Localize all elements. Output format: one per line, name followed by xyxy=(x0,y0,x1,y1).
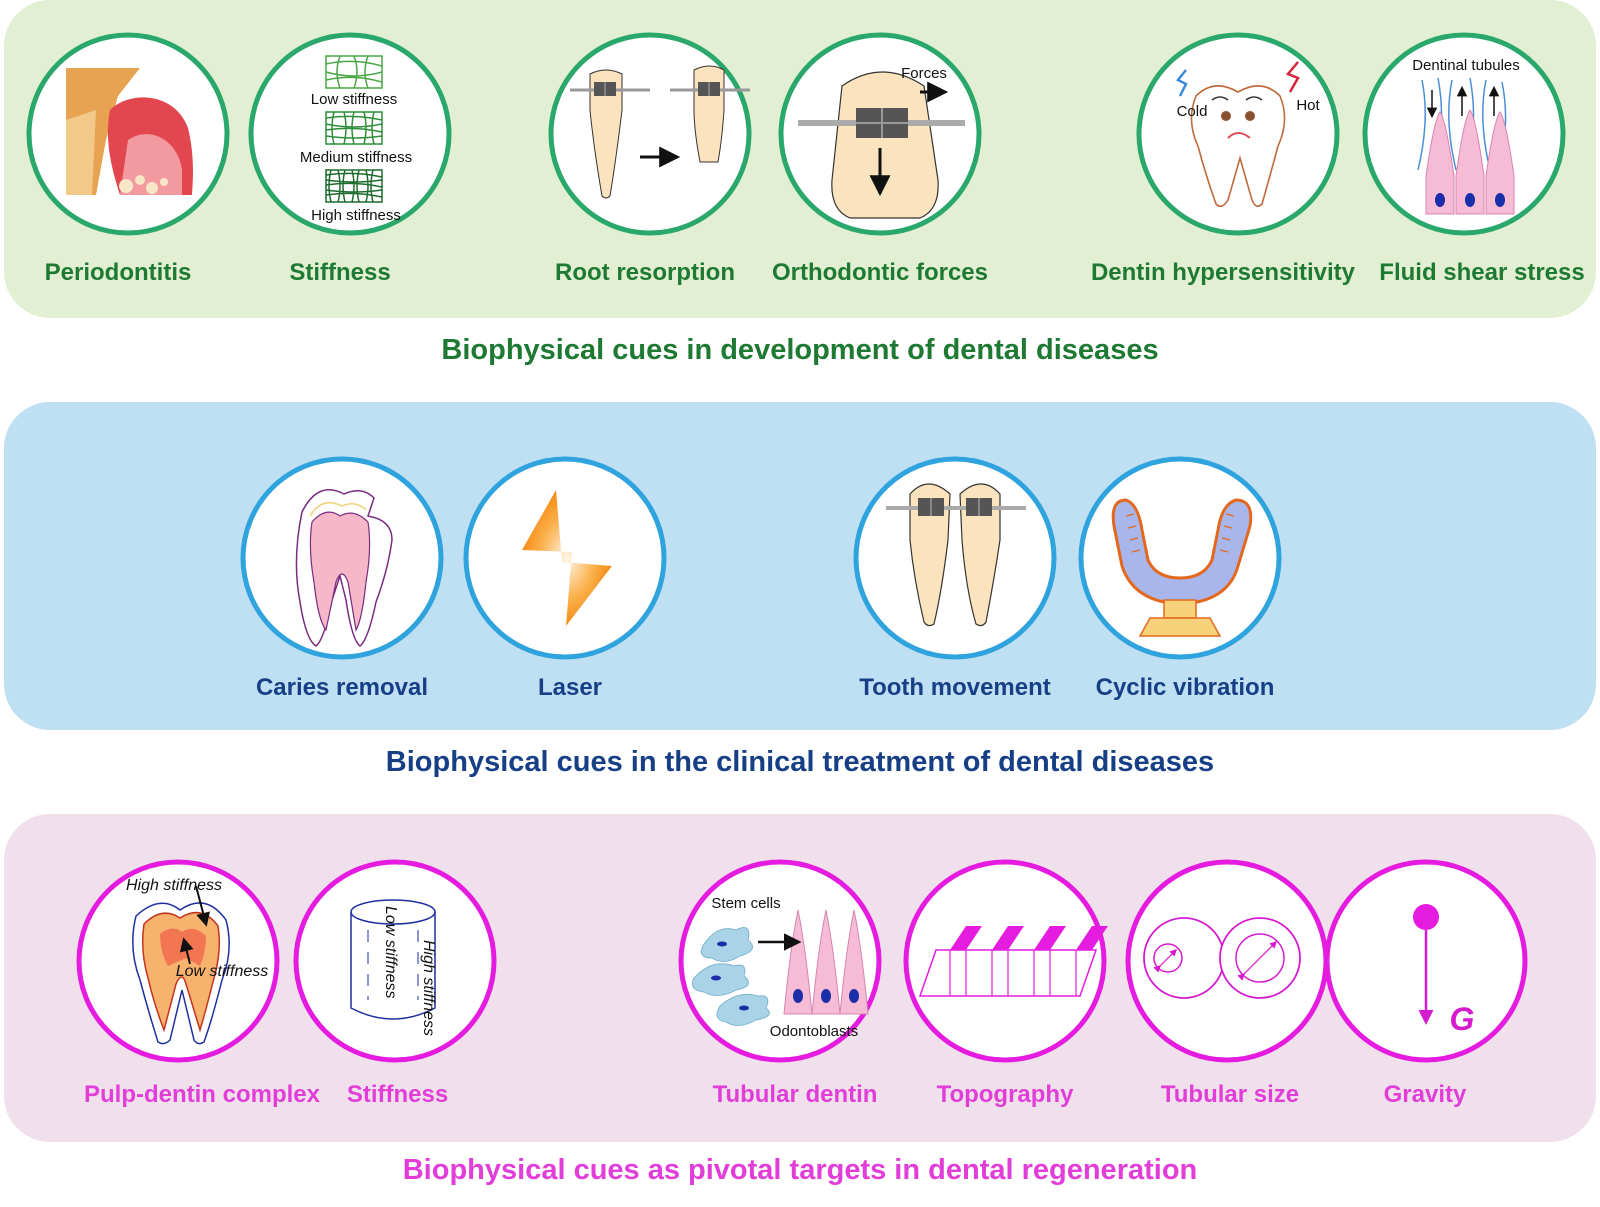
tooth-movement-icon xyxy=(853,456,1057,660)
orthodontic-forces-icon: Forces xyxy=(778,32,982,236)
section-title-clinical: Biophysical cues in the clinical treatme… xyxy=(385,746,1215,778)
cylinder-low-stiffness-label: Low stiffness xyxy=(382,906,399,998)
stiffness-cylinder-icon: Low stiffness High stiffness xyxy=(293,859,497,1063)
root-resorption-icon xyxy=(548,32,752,236)
low-stiffness-label: Low stiffness xyxy=(311,91,397,108)
caption-stiffness-regeneration: Stiffness xyxy=(346,1081,449,1108)
caption-tooth-movement: Tooth movement xyxy=(859,674,1051,701)
odontoblasts-label: Odontoblasts xyxy=(770,1023,858,1040)
dentinal-tubules-label: Dentinal tubules xyxy=(1412,57,1520,74)
high-stiffness-label: High stiffness xyxy=(311,207,401,224)
cyclic-vibration-icon xyxy=(1078,456,1282,660)
caption-dentin-hypersensitivity: Dentin hypersensitivity xyxy=(1090,259,1356,286)
forces-label: Forces xyxy=(901,65,947,82)
gravity-icon: G xyxy=(1324,859,1528,1063)
caries-removal-icon xyxy=(240,456,444,660)
caption-gravity: Gravity xyxy=(1383,1081,1467,1108)
caption-stiffness: Stiffness xyxy=(289,259,391,286)
caption-cyclic-vibration: Cyclic vibration xyxy=(1095,674,1275,701)
laser-icon xyxy=(463,456,667,660)
hot-label: Hot xyxy=(1296,97,1320,114)
caption-periodontitis: Periodontitis xyxy=(44,259,192,286)
caption-topography: Topography xyxy=(936,1081,1074,1108)
tubular-size-icon xyxy=(1125,859,1329,1063)
pulp-low-stiffness-label: Low stiffness xyxy=(176,963,268,980)
pulp-dentin-complex-icon: High stiffness Low stiffness xyxy=(76,859,280,1063)
caption-tubular-size: Tubular size xyxy=(1160,1081,1300,1108)
pulp-high-stiffness-label: High stiffness xyxy=(126,877,222,894)
caption-tubular-dentin: Tubular dentin xyxy=(712,1081,878,1108)
section-title-development: Biophysical cues in development of denta… xyxy=(441,334,1159,366)
section-title-regeneration: Biophysical cues as pivotal targets in d… xyxy=(402,1154,1198,1186)
stem-cells-label: Stem cells xyxy=(711,895,780,912)
caption-root-resorption: Root resorption xyxy=(555,259,735,286)
caption-fluid-shear-stress: Fluid shear stress xyxy=(1379,259,1585,286)
caption-laser: Laser xyxy=(537,674,603,701)
stiffness-mesh-icon: Low stiffness Medium stiffness High stif… xyxy=(248,32,452,236)
dentin-hypersensitivity-icon: Cold Hot xyxy=(1136,32,1340,236)
gravity-g-label: G xyxy=(1450,1001,1475,1037)
cylinder-high-stiffness-label: High stiffness xyxy=(420,940,437,1036)
cold-label: Cold xyxy=(1177,103,1208,120)
caption-caries-removal: Caries removal xyxy=(255,674,429,701)
tubular-dentin-icon: Stem cells Odontoblasts xyxy=(678,859,882,1063)
fluid-shear-stress-icon: Dentinal tubules xyxy=(1362,32,1566,236)
periodontitis-icon xyxy=(26,32,230,236)
caption-pulp-dentin-complex: Pulp-dentin complex xyxy=(83,1081,320,1108)
caption-orthodontic-forces: Orthodontic forces xyxy=(771,259,988,286)
topography-icon xyxy=(903,859,1108,1063)
medium-stiffness-label: Medium stiffness xyxy=(300,149,412,166)
